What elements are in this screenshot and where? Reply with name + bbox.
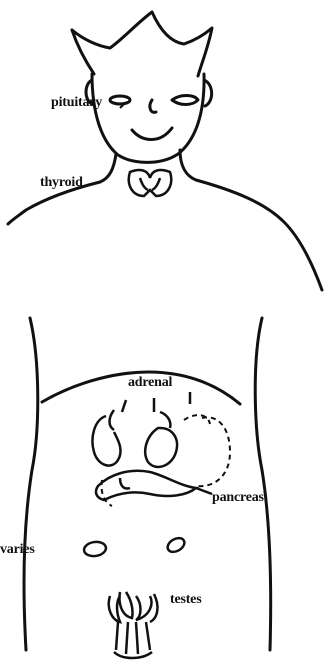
ovaries: [83, 535, 187, 557]
label-ovaries: varies: [0, 543, 35, 557]
head-outline: [92, 74, 204, 162]
mouth: [132, 128, 172, 140]
left-eye: [110, 96, 130, 104]
label-pituitary: pituitary: [51, 96, 102, 110]
right-shoulder: [196, 180, 322, 290]
label-adrenal: adrenal: [128, 376, 172, 390]
label-thyroid: thyroid: [40, 176, 83, 190]
torso-left: [24, 318, 38, 650]
torso-right: [255, 318, 270, 650]
nose: [150, 100, 156, 112]
testes-drawing: [109, 592, 158, 658]
right-eye: [172, 96, 198, 105]
label-pancreas: pancreas: [212, 491, 264, 505]
crown-outline: [72, 12, 212, 76]
kidneys-and-adrenals: [93, 392, 191, 467]
pancreas-gland: [96, 471, 212, 500]
neck-right: [180, 150, 196, 180]
thyroid-gland: [129, 170, 171, 196]
label-testes: testes: [170, 593, 201, 607]
neck-left: [100, 154, 116, 182]
